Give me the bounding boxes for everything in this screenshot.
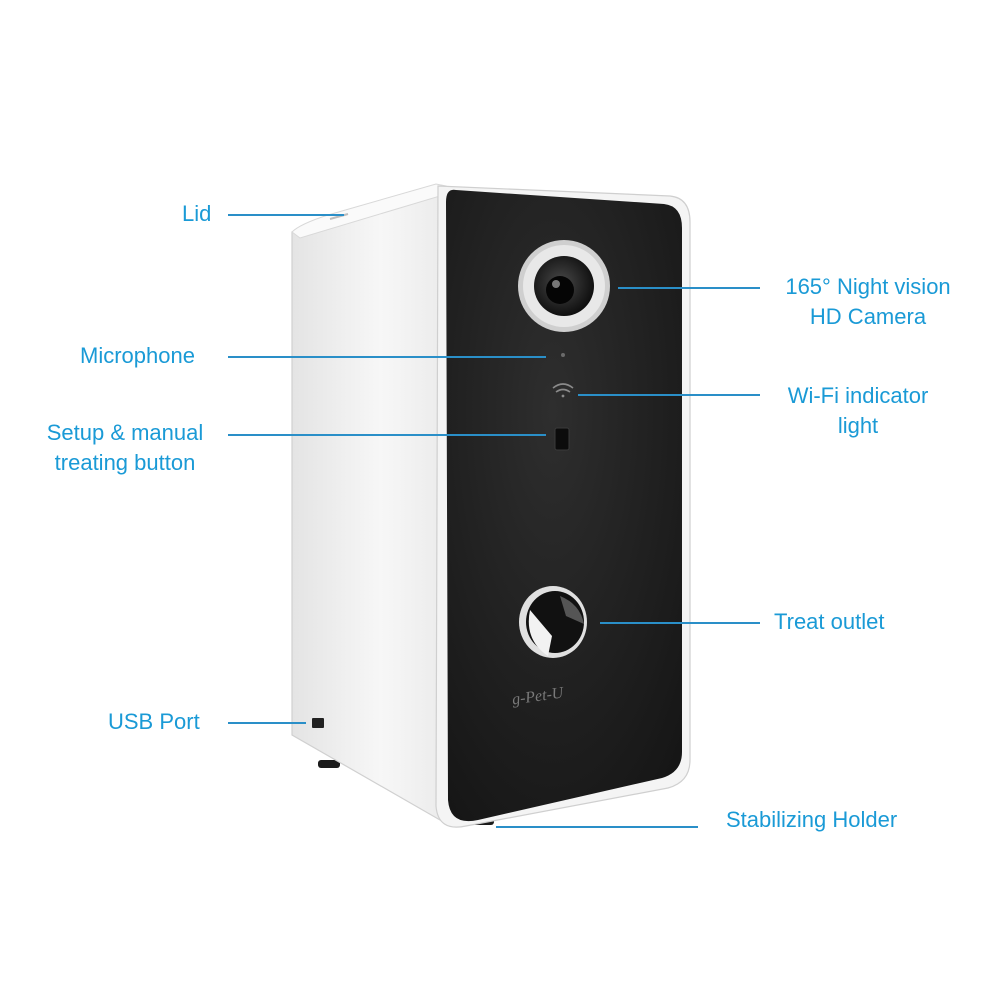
leader-wifi xyxy=(578,394,760,396)
treat-outlet-shape xyxy=(519,586,587,658)
leader-usb xyxy=(228,722,306,724)
camera-lens xyxy=(518,240,610,332)
microphone-hole xyxy=(561,353,565,357)
label-camera: 165° Night vision HD Camera xyxy=(768,272,968,332)
label-camera-line1: 165° Night vision xyxy=(785,274,951,299)
label-microphone: Microphone xyxy=(80,343,195,368)
label-usb: USB Port xyxy=(108,709,200,734)
label-wifi: Wi-Fi indicator light xyxy=(768,381,948,441)
label-setup-line1: Setup & manual xyxy=(46,420,204,445)
label-setup: Setup & manual treating button xyxy=(30,418,220,478)
leader-lid xyxy=(228,214,344,216)
label-setup-line2: treating button xyxy=(54,450,196,475)
leader-setup xyxy=(228,434,546,436)
leader-stabilizing-holder xyxy=(496,826,698,828)
usb-port-shape xyxy=(312,718,324,728)
label-stabilizing-holder: Stabilizing Holder xyxy=(726,807,898,832)
setup-button-shape xyxy=(554,427,570,451)
label-treat-outlet: Treat outlet xyxy=(774,609,885,634)
leader-camera xyxy=(618,287,760,289)
label-wifi-line1: Wi-Fi indicator xyxy=(787,383,929,408)
front-panel xyxy=(446,189,682,822)
label-camera-line2: HD Camera xyxy=(809,304,927,329)
leader-microphone xyxy=(228,356,546,358)
label-lid: Lid xyxy=(182,201,212,226)
label-wifi-line2: light xyxy=(837,413,879,438)
leader-treat-outlet xyxy=(600,622,760,624)
wifi-indicator-icon xyxy=(552,383,574,398)
